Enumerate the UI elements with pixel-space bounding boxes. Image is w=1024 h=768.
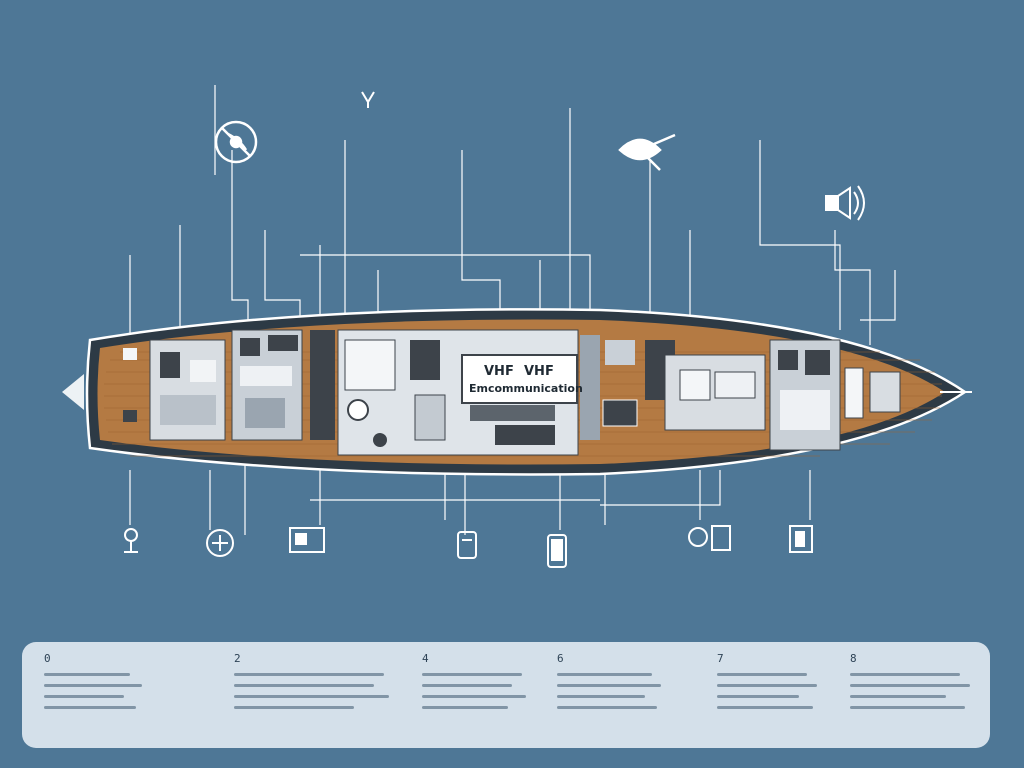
legend-panel: 0 2 4 6 7 8 (22, 642, 990, 748)
legend-section: 2 (234, 652, 394, 742)
display-unit-icon (289, 527, 325, 553)
center-display-panel (461, 354, 578, 404)
loudspeaker-icon (825, 185, 865, 221)
handheld-radio-icon (457, 531, 477, 559)
satellite-dome-icon (618, 133, 676, 171)
microphone-icon (124, 528, 138, 553)
antenna-dish-icon (214, 120, 258, 164)
smartphone-icon (547, 534, 567, 568)
stern-marker (62, 374, 84, 410)
deck-equipment (123, 329, 901, 456)
speaker-unit-icon (688, 525, 813, 553)
legend-section: 6 (557, 652, 667, 742)
vhf-radio-icon (361, 91, 375, 108)
legend-section-number: 7 (717, 652, 724, 665)
legend-section-number: 8 (850, 652, 857, 665)
center-panel-title: VHF (484, 364, 514, 379)
legend-section: 8 (850, 652, 975, 742)
radio-dial-icon (206, 529, 234, 557)
legend-section: 4 (422, 652, 532, 742)
legend-section: 0 (44, 652, 154, 742)
legend-section-number: 4 (422, 652, 429, 665)
center-panel-title-second: VHF (524, 364, 554, 379)
legend-section: 7 (717, 652, 827, 742)
connector-lines (129, 85, 896, 535)
legend-section-number: 0 (44, 652, 51, 665)
center-panel-subtitle: Emcommunication (469, 382, 583, 395)
legend-section-number: 6 (557, 652, 564, 665)
legend-section-number: 2 (234, 652, 241, 665)
